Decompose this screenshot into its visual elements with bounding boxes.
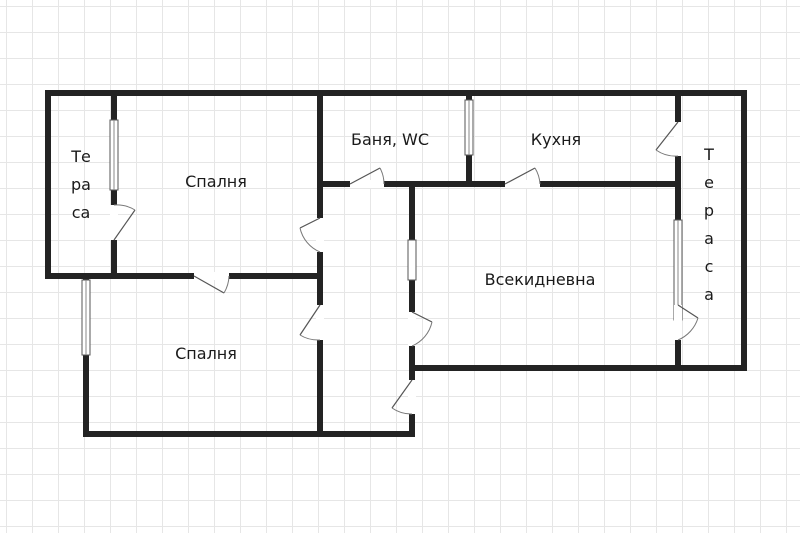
room-labels: Те ра са Спалня Баня, WC Кухня Всекиднев…	[70, 130, 714, 363]
terrace-right-letter: с	[705, 257, 714, 276]
windows	[81, 99, 683, 356]
hallway-walls	[317, 181, 415, 437]
terrace-right-letter: а	[704, 285, 714, 304]
door-bathroom	[379, 167, 385, 185]
terrace-left-label-1: Те	[70, 147, 91, 166]
bedroom-top-label: Спалня	[185, 172, 247, 191]
terrace-right-letter: Т	[703, 145, 714, 164]
bathroom-label: Баня, WC	[351, 130, 429, 149]
terrace-left-label-2: ра	[71, 175, 91, 194]
door-terrace-left	[113, 204, 136, 211]
window-hall-living	[407, 239, 417, 281]
terrace-right-letter: е	[704, 173, 714, 192]
living-room-label: Всекидневна	[485, 270, 596, 289]
door-living-room	[411, 321, 433, 347]
kitchen-label: Кухня	[531, 130, 581, 149]
terrace-right-letter: р	[704, 201, 714, 220]
door-bedroom-top	[299, 227, 321, 253]
door-kitchen	[534, 167, 541, 185]
door-bedroom-bottom-hall	[299, 334, 321, 341]
terrace-right-letter: а	[704, 229, 714, 248]
door-bedroom-bottom-top	[223, 275, 230, 294]
door-kitchen-terrace	[655, 149, 679, 157]
doors	[110, 121, 699, 415]
door-living-terrace	[677, 317, 699, 341]
door-entrance	[391, 407, 413, 415]
terrace-left-label-3: са	[72, 203, 91, 222]
bedroom-bottom-label: Спалня	[175, 344, 237, 363]
